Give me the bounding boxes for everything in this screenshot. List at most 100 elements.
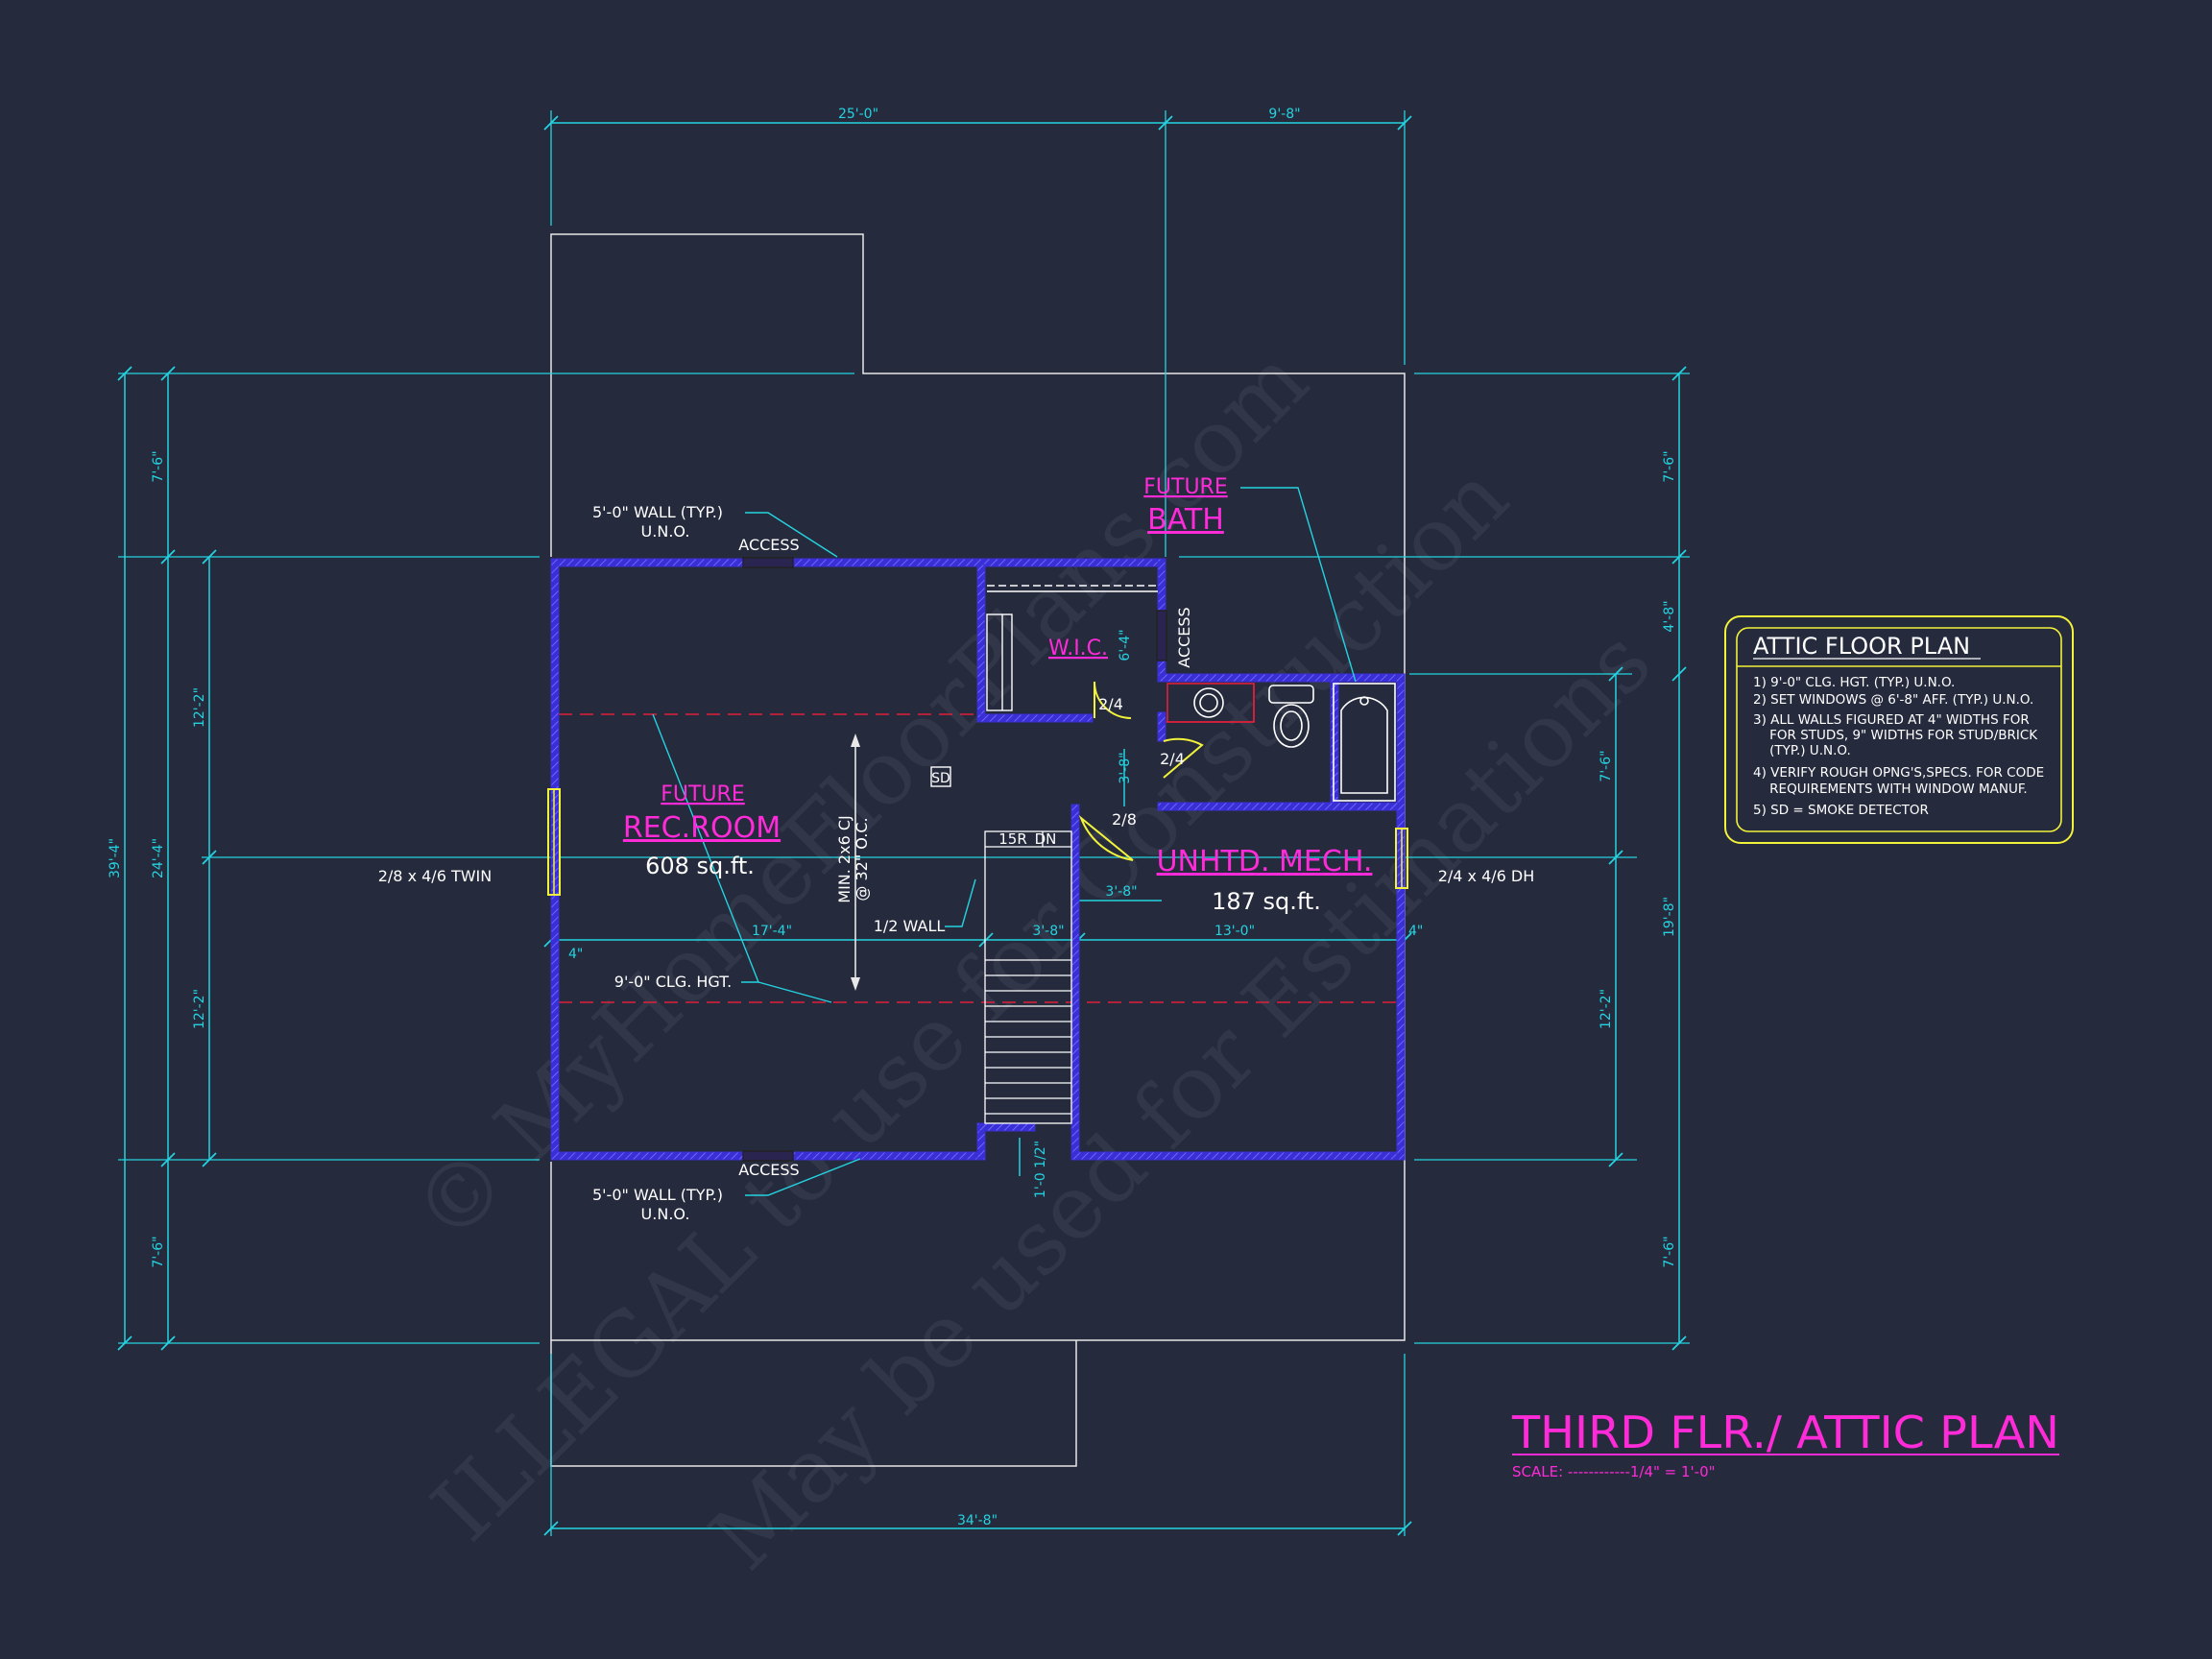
vanity bbox=[1166, 683, 1255, 723]
door-bath-swing bbox=[1163, 737, 1204, 779]
dim-left-overall: 39'-4" bbox=[108, 838, 123, 878]
bath-fixtures bbox=[1166, 683, 1396, 802]
note-line: (TYP.) U.N.O. bbox=[1753, 743, 1851, 758]
wall-south-east bbox=[1070, 1151, 1406, 1161]
wall-wic-west bbox=[976, 564, 986, 719]
room-bath: BATH bbox=[1147, 503, 1224, 537]
wall-north bbox=[550, 558, 1166, 567]
label-joist-1: MIN. 2x6 CJ bbox=[835, 815, 854, 902]
note-line: 4) VERIFY ROUGH OPNG'S,SPECS. FOR CODE bbox=[1753, 765, 2044, 781]
dim-13-0: 13'-0" bbox=[1214, 924, 1255, 939]
wall-west bbox=[550, 558, 560, 1161]
label-door-bath: 2/4 bbox=[1160, 750, 1185, 768]
tick bbox=[202, 549, 217, 565]
access-hatch-top bbox=[742, 557, 794, 568]
tick bbox=[160, 366, 176, 381]
wall-wic-south bbox=[976, 713, 1094, 723]
room-wic: W.I.C. bbox=[1048, 637, 1108, 661]
tick bbox=[543, 115, 559, 131]
tick bbox=[1608, 850, 1623, 865]
dim-right-4-8: 4'-8" bbox=[1662, 600, 1677, 632]
room-mech-area: 187 sq.ft. bbox=[1212, 888, 1321, 915]
room-rec-area: 608 sq.ft. bbox=[645, 853, 755, 879]
toilet-seat bbox=[1280, 710, 1303, 741]
dim-left-top: 7'-6" bbox=[151, 450, 166, 482]
extension-lines bbox=[118, 110, 1690, 1536]
staircase bbox=[984, 830, 1072, 1124]
tick bbox=[1671, 666, 1687, 682]
upper-footprint-outline bbox=[550, 233, 1406, 1341]
dim-right-7-6: 7'-6" bbox=[1599, 750, 1614, 781]
sheet-scale: SCALE: ------------1/4" = 1'-0" bbox=[1512, 1463, 1716, 1480]
wall-bath-west-lower bbox=[1157, 711, 1166, 742]
tick bbox=[1608, 1152, 1623, 1167]
dim-mech-3-8: 3'-8" bbox=[1105, 884, 1137, 900]
label-door-wic: 2/4 bbox=[1098, 695, 1123, 713]
sink-drain bbox=[1199, 693, 1218, 712]
note-line: 2) SET WINDOWS @ 6'-8" AFF. (TYP.) U.N.O… bbox=[1753, 692, 2033, 708]
label-smoke-detector: SD bbox=[931, 771, 950, 786]
wic-shelving bbox=[986, 585, 1158, 711]
dim-bottom: 34'-8" bbox=[957, 1513, 998, 1528]
room-bath-future: FUTURE bbox=[1143, 475, 1227, 499]
room-rec-future: FUTURE bbox=[661, 782, 744, 806]
access-hatch-right bbox=[1156, 610, 1167, 661]
dim-hall-3-8: 3'-8" bbox=[1118, 752, 1133, 783]
label-access-top: ACCESS bbox=[738, 536, 799, 554]
label-ceiling-height: 9'-0" CLG. HGT. bbox=[614, 973, 732, 991]
label-wall-bottom: 5'-0" WALL (TYP.) bbox=[592, 1186, 723, 1204]
tick bbox=[202, 1152, 217, 1167]
tick bbox=[1608, 666, 1623, 682]
tick bbox=[1671, 549, 1687, 565]
dim-stair-1-0: 1'-0 1/2" bbox=[1033, 1141, 1048, 1198]
dim-right-12-2: 12'-2" bbox=[1599, 989, 1614, 1029]
notes-box: ATTIC FLOOR PLAN 1) 9'-0" CLG. HGT. (TYP… bbox=[1724, 615, 2074, 844]
label-stair-risers: 15R bbox=[998, 830, 1027, 848]
label-half-wall: 1/2 WALL bbox=[874, 917, 946, 935]
leader-half-wall bbox=[945, 878, 976, 927]
tick bbox=[117, 1335, 132, 1351]
sheet-title-block: THIRD FLR./ ATTIC PLAN SCALE: ----------… bbox=[1511, 1407, 2059, 1480]
note-line: 5) SD = SMOKE DETECTOR bbox=[1753, 803, 1929, 818]
tick bbox=[1397, 115, 1412, 131]
notes-box-inner bbox=[1736, 627, 2062, 832]
dim-17-4: 17'-4" bbox=[752, 924, 792, 939]
wall-bath-south bbox=[1157, 802, 1406, 811]
joist-arrow-head-up bbox=[851, 733, 860, 747]
wall-east bbox=[1396, 673, 1406, 1161]
notes-box-outer bbox=[1724, 615, 2074, 844]
label-stair-dn: DN bbox=[1035, 830, 1057, 848]
wall-bath-partition bbox=[1330, 681, 1339, 804]
access-hatches bbox=[742, 557, 1167, 1162]
dim-top-right: 9'-8" bbox=[1268, 107, 1300, 122]
tick bbox=[117, 366, 132, 381]
dim-4-right: 4" bbox=[1408, 924, 1423, 939]
label-window-left: 2/8 x 4/6 TWIN bbox=[378, 867, 493, 885]
leader-ceiling-lower bbox=[757, 981, 832, 1003]
joist-arrow-head-down bbox=[851, 977, 860, 991]
leader-wall-bottom bbox=[745, 1158, 861, 1196]
tick bbox=[160, 1152, 176, 1167]
toilet-tank bbox=[1268, 685, 1314, 704]
leader-wall-top bbox=[745, 512, 838, 558]
label-window-right: 2/4 x 4/6 DH bbox=[1438, 867, 1535, 885]
windows bbox=[547, 788, 1408, 896]
watermark: © MyHomeFloorPlans.com ILLEGAL to use fo… bbox=[394, 329, 1671, 1590]
note-line: FOR STUDS, 9" WIDTHS FOR STUD/BRICK bbox=[1753, 728, 2038, 743]
tub-inner bbox=[1340, 696, 1388, 794]
wall-stair-stub bbox=[976, 1122, 1036, 1132]
dim-left-lower-half: 12'-2" bbox=[192, 989, 207, 1029]
dim-left-inner: 24'-4" bbox=[151, 838, 166, 878]
dim-right-bottom: 7'-6" bbox=[1662, 1236, 1677, 1267]
tub-outer bbox=[1333, 683, 1396, 802]
door-wic-swing bbox=[1094, 681, 1132, 719]
label-access-bottom: ACCESS bbox=[738, 1161, 799, 1179]
notes-title: ATTIC FLOOR PLAN bbox=[1753, 633, 1970, 660]
note-line: REQUIREMENTS WITH WINDOW MANUF. bbox=[1753, 781, 2028, 797]
wall-bath-north bbox=[1157, 673, 1406, 683]
label-door-mech: 2/8 bbox=[1112, 810, 1137, 829]
access-hatch-bottom bbox=[742, 1150, 794, 1162]
smoke-detector-symbol bbox=[930, 766, 951, 787]
leader-lines bbox=[652, 487, 1357, 1196]
